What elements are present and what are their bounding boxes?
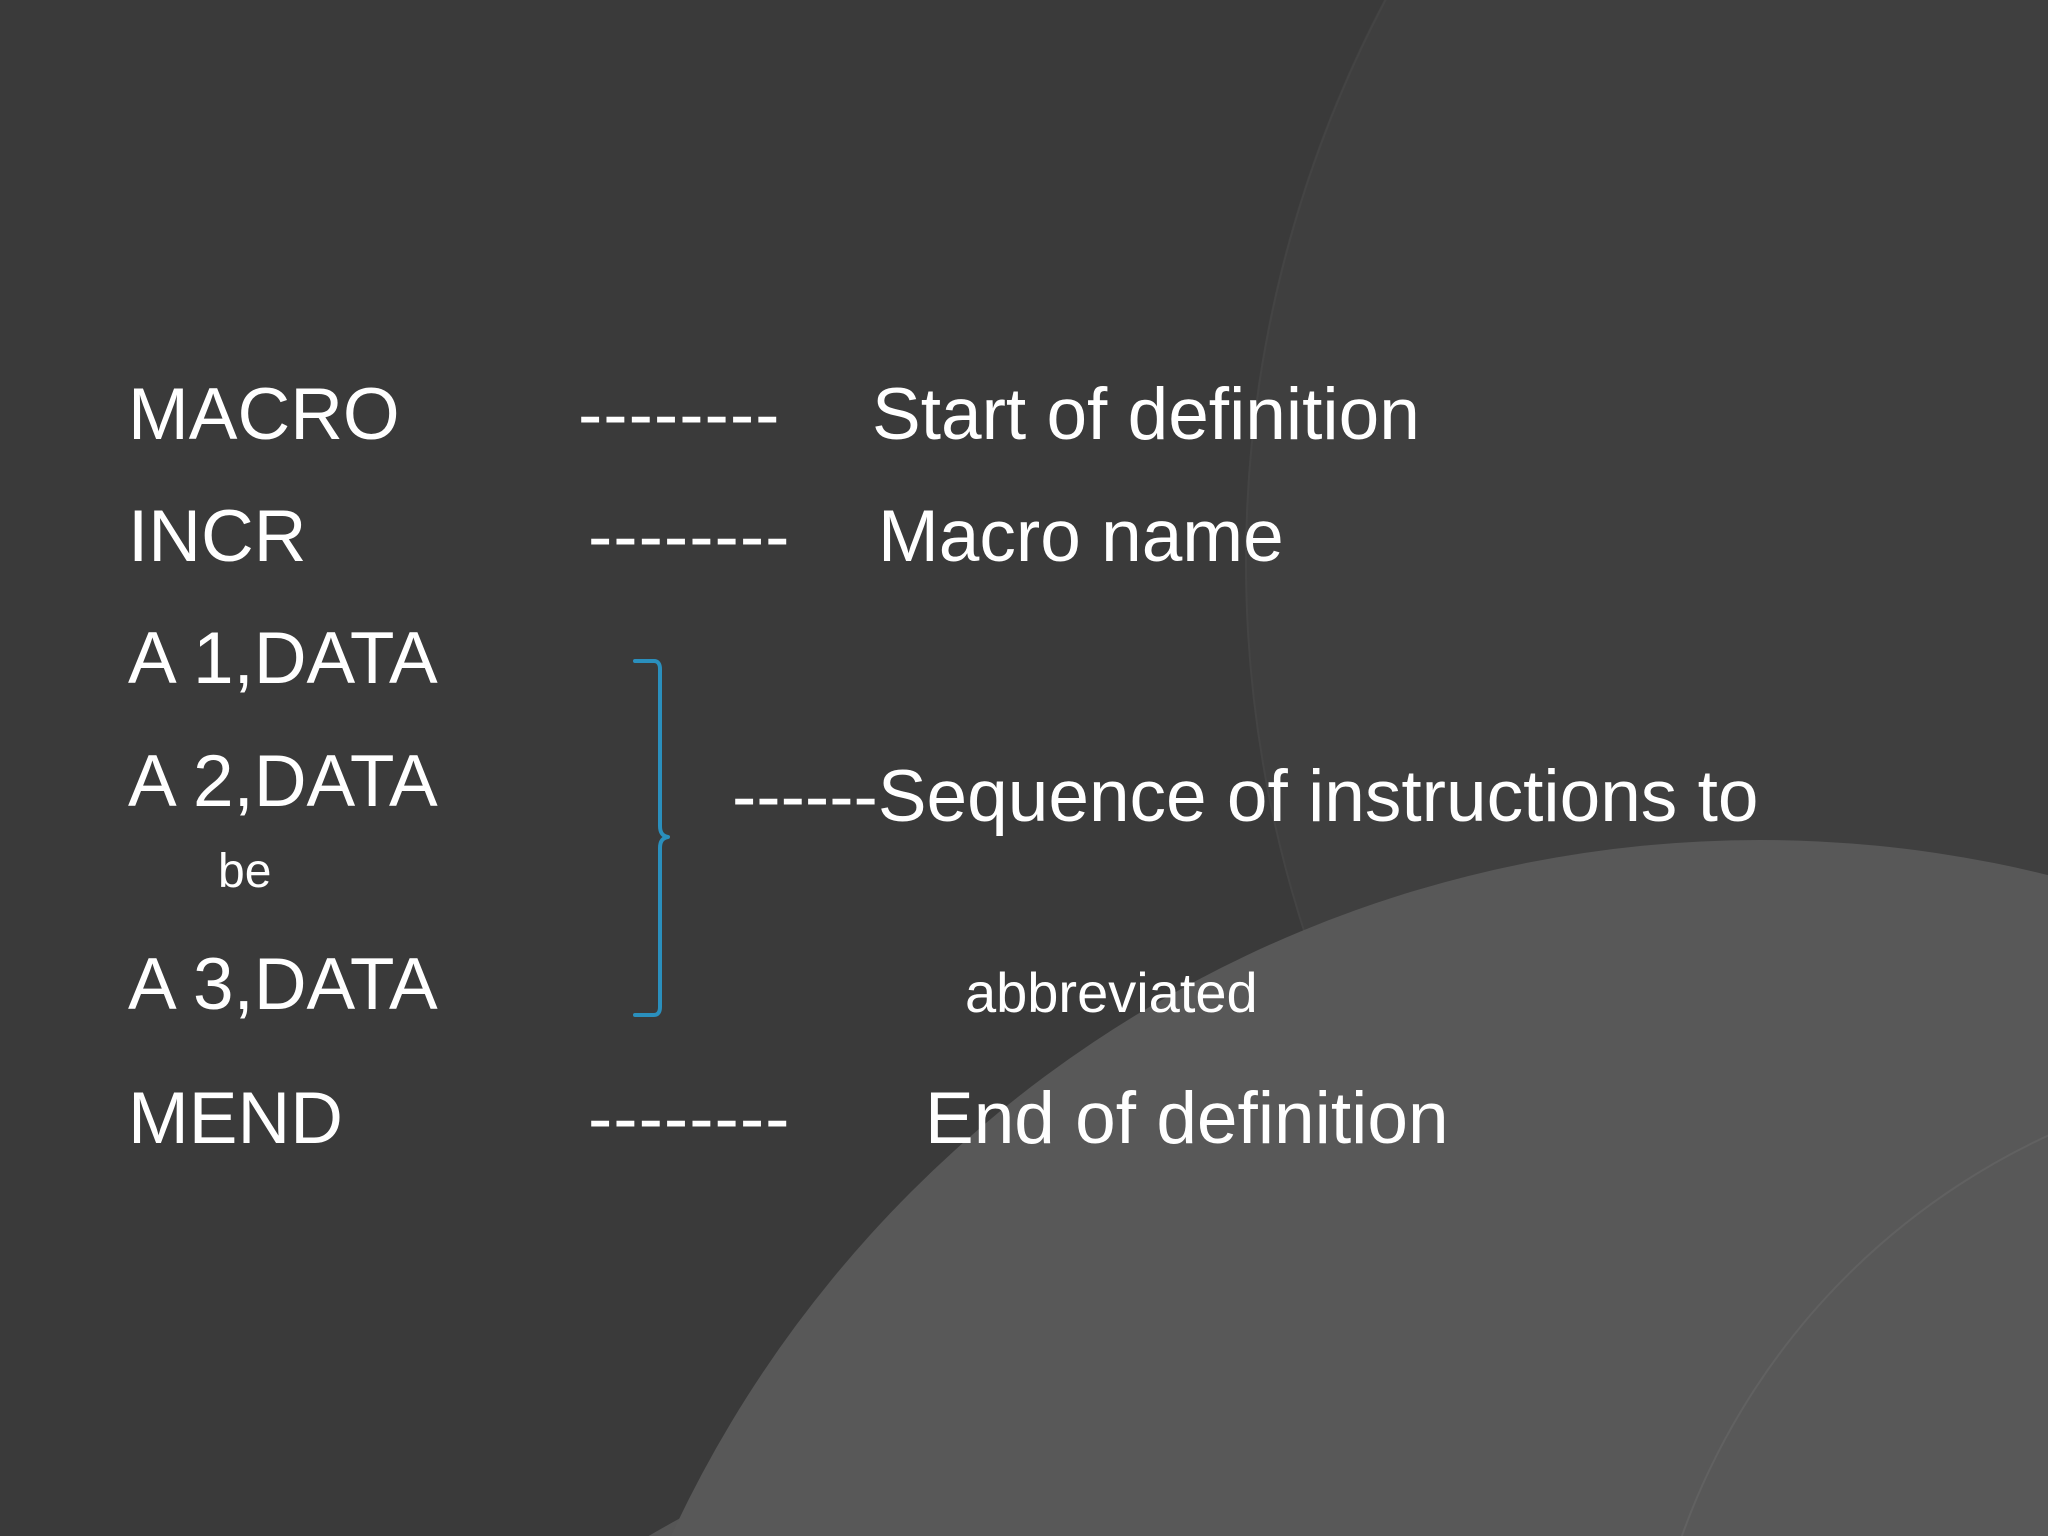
instruction-group-brace-icon [633,659,670,1017]
instruction-2: A 2,DATA [128,741,438,822]
macro-description: Start of definition [872,374,1420,455]
incr-dashes: -------- [588,496,791,577]
macro-dashes: -------- [578,374,781,455]
abbreviated-note: abbreviated [965,961,1258,1024]
incr-keyword: INCR [128,496,307,577]
sequence-note-continuation: be [218,845,272,898]
instruction-3: A 3,DATA [128,944,438,1025]
incr-description: Macro name [878,496,1284,577]
mend-dashes: -------- [588,1078,791,1159]
macro-keyword: MACRO [128,374,400,455]
instruction-1: A 1,DATA [128,618,438,699]
mend-keyword: MEND [128,1078,343,1159]
sequence-note: ------Sequence of instructions to [732,756,1759,837]
mend-description: End of definition [925,1078,1449,1159]
